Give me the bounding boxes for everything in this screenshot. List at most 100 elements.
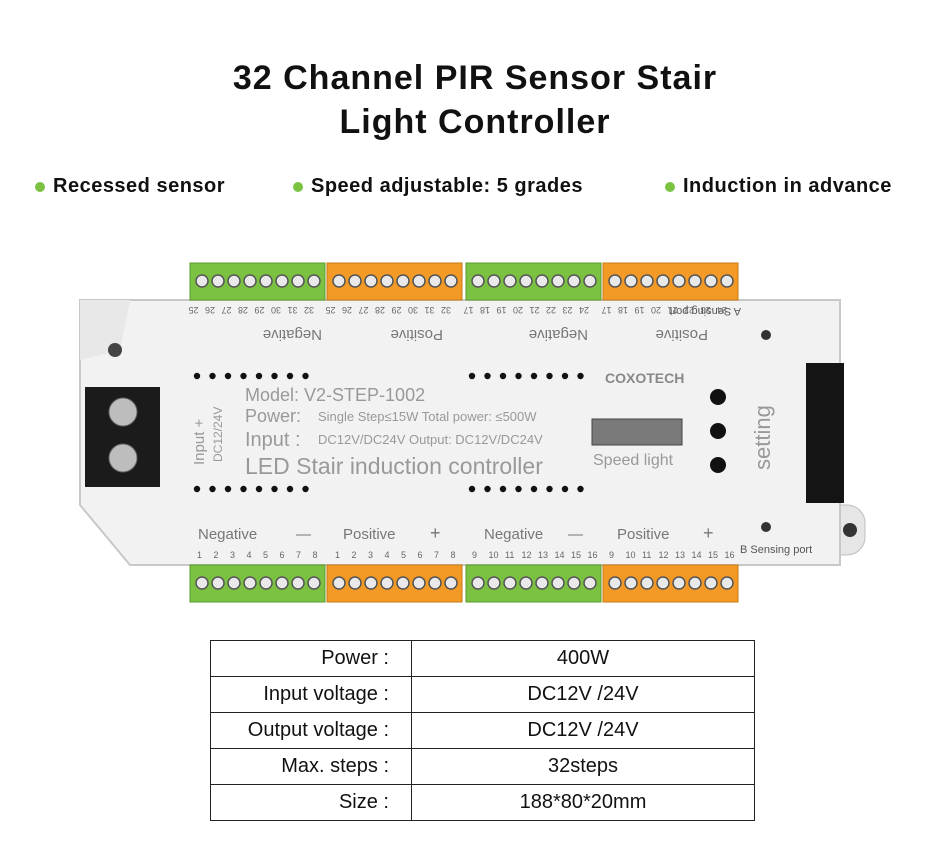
speed-light-label: Speed light xyxy=(593,452,674,469)
feature-speed-adjustable: Speed adjustable: 5 grades xyxy=(293,175,583,198)
channel-number: 30 xyxy=(408,305,418,315)
channel-number: 3 xyxy=(230,550,235,560)
indicator-dot-icon xyxy=(561,485,569,493)
indicator-dot-icon xyxy=(193,372,201,380)
bottom-negative-label-1: Negative xyxy=(198,526,257,543)
setting-button-3 xyxy=(710,457,726,473)
power-label: Power: xyxy=(245,406,301,426)
speed-display xyxy=(591,418,683,446)
table-row: Output voltage :DC12V /24V xyxy=(210,712,755,749)
channel-number: 21 xyxy=(529,305,539,315)
connector-screw-icon xyxy=(364,576,378,590)
channel-number: 9 xyxy=(609,550,614,560)
channel-number: 22 xyxy=(546,305,556,315)
connector-screw-icon xyxy=(364,274,378,288)
bullet-icon xyxy=(35,181,45,192)
connector-screw-icon xyxy=(412,576,426,590)
indicator-dot-icon xyxy=(209,485,216,493)
indicator-dot-icon xyxy=(530,372,538,380)
channel-number: 32 xyxy=(441,305,451,315)
top-negative-label-1: Negative xyxy=(263,326,322,343)
setting-button-2 xyxy=(710,423,726,439)
indicator-dot-icon xyxy=(302,485,309,493)
b-port-hole-icon xyxy=(761,522,771,532)
connector-screws xyxy=(195,274,734,590)
top-connector-positive-17-24 xyxy=(602,262,739,301)
connector-screw-icon xyxy=(227,274,241,288)
mount-hole-icon xyxy=(843,523,857,537)
connector-screw-icon xyxy=(291,576,305,590)
bottom-positive-label-1: Positive xyxy=(343,526,396,543)
connector-screw-icon xyxy=(487,274,501,288)
connector-screw-icon xyxy=(211,274,225,288)
channel-number: 11 xyxy=(642,550,651,560)
channel-number: 16 xyxy=(588,550,598,560)
indicator-dot-icon xyxy=(577,372,584,380)
table-row: Size :188*80*20mm xyxy=(210,784,755,821)
channel-number: 17 xyxy=(463,305,473,315)
indicator-dot-icon xyxy=(561,372,569,380)
channel-number: 14 xyxy=(555,550,565,560)
table-row: Max. steps :32steps xyxy=(210,748,755,785)
indicator-dot-icon xyxy=(255,485,263,493)
indicator-dot-icon xyxy=(224,372,232,380)
spec-key: Max. steps : xyxy=(210,748,412,785)
top-connector-negative-25-32 xyxy=(189,262,326,301)
channel-number: 10 xyxy=(626,550,636,560)
connector-screw-icon xyxy=(444,576,458,590)
connector-screw-icon xyxy=(307,576,321,590)
channel-number: 17 xyxy=(601,305,611,315)
channel-number: 29 xyxy=(254,305,264,315)
table-row: Power :400W xyxy=(210,640,755,677)
top-negative-label-2: Negative xyxy=(529,326,588,343)
setting-label: setting xyxy=(750,405,775,470)
channel-number: 6 xyxy=(418,550,423,560)
channel-number: 5 xyxy=(263,550,268,560)
indicator-dot-icon xyxy=(209,372,216,380)
bottom-connector-negative-1-8 xyxy=(189,564,326,603)
indicator-dot-icon xyxy=(515,485,522,493)
indicator-dot-icon xyxy=(546,372,553,380)
connector-screw-icon xyxy=(640,274,654,288)
spec-key: Size : xyxy=(210,784,412,821)
indicator-dot-icon xyxy=(193,485,201,493)
channel-number: 3 xyxy=(368,550,373,560)
bottom-connector-positive-1-8 xyxy=(326,564,463,603)
channel-number: 32 xyxy=(304,305,314,315)
channel-number: 23 xyxy=(700,305,710,315)
channel-number: 19 xyxy=(634,305,644,315)
indicator-dot-icon xyxy=(515,372,522,380)
channel-number: 26 xyxy=(342,305,352,315)
connector-screw-icon xyxy=(259,274,273,288)
connector-screw-icon xyxy=(608,274,622,288)
device-name: LED Stair induction controller xyxy=(245,453,543,479)
connector-screw-icon xyxy=(227,576,241,590)
bullet-icon xyxy=(293,181,303,192)
connector-screw-icon xyxy=(535,576,549,590)
channel-number: 10 xyxy=(489,550,499,560)
connector-screw-icon xyxy=(567,576,581,590)
spec-value: DC12V /24V xyxy=(411,676,755,713)
terminal-input-label: Input + xyxy=(191,418,208,465)
b-sensing-port-label: B Sensing port xyxy=(740,544,812,556)
channel-number: 22 xyxy=(684,305,694,315)
screw-hole-icon xyxy=(108,343,122,357)
top-connector-positive-25-32 xyxy=(326,262,463,301)
connector-screw-icon xyxy=(688,576,702,590)
indicator-dot-icon xyxy=(240,485,247,493)
feature-recessed-sensor: Recessed sensor xyxy=(35,175,225,198)
connector-screw-icon xyxy=(503,274,517,288)
connector-screw-icon xyxy=(567,274,581,288)
connector-screw-icon xyxy=(471,576,485,590)
bottom-negative-sign-2: — xyxy=(568,526,583,543)
bullet-icon xyxy=(665,181,675,192)
channel-number: 7 xyxy=(434,550,439,560)
connector-screw-icon xyxy=(672,274,686,288)
spec-value: 400W xyxy=(411,640,755,677)
channel-number: 27 xyxy=(358,305,368,315)
channel-number: 28 xyxy=(238,305,248,315)
channel-number: 24 xyxy=(579,305,589,315)
top-connector-negative-17-24 xyxy=(465,262,602,301)
channel-number: 6 xyxy=(280,550,285,560)
